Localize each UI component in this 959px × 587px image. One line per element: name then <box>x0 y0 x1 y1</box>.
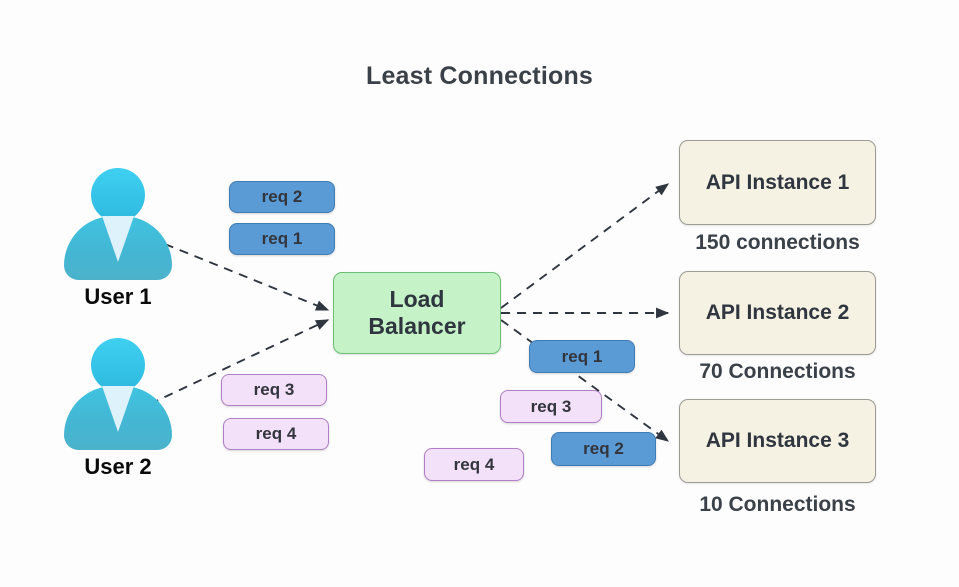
request-chip-dispatch-req4[interactable]: req 4 <box>424 448 524 481</box>
user-1-label: User 1 <box>84 284 152 309</box>
load-balancer-line-2: Balancer <box>368 313 466 339</box>
request-chip-dispatch-req3[interactable]: req 3 <box>500 390 602 423</box>
request-chip-user1-req2[interactable]: req 2 <box>229 181 335 213</box>
avatar-head <box>91 338 145 392</box>
user-2-label: User 2 <box>84 454 152 479</box>
user-avatar-icon <box>64 168 172 280</box>
request-chip-dispatch-req1[interactable]: req 1 <box>529 340 635 373</box>
request-chip-user2-req3[interactable]: req 3 <box>221 374 327 406</box>
api-instance-2-connections: 70 Connections <box>699 360 856 383</box>
user-avatar-icon <box>64 338 172 450</box>
edge-load-balancer-to-api-1 <box>500 183 670 309</box>
request-chip-dispatch-req2[interactable]: req 2 <box>551 432 656 466</box>
api-instance-3-connections: 10 Connections <box>699 493 856 516</box>
load-balancer-line-1: Load <box>389 285 445 312</box>
avatar-head <box>91 168 145 222</box>
user-2: User 2 <box>64 338 172 480</box>
load-balancer-node[interactable]: Load Balancer <box>333 272 501 354</box>
api-instance-3-node[interactable]: API Instance 3 <box>679 399 876 483</box>
request-chip-user2-req4[interactable]: req 4 <box>223 418 329 450</box>
user-1: User 1 <box>64 168 172 310</box>
api-instance-1-connections: 150 connections <box>695 231 860 254</box>
request-chip-user1-req1[interactable]: req 1 <box>229 223 335 255</box>
api-instance-1-node[interactable]: API Instance 1 <box>679 140 876 225</box>
page-title: Least Connections <box>365 62 594 90</box>
load-balancer-label: Load Balancer <box>368 286 465 340</box>
api-instance-2-node[interactable]: API Instance 2 <box>679 271 876 355</box>
